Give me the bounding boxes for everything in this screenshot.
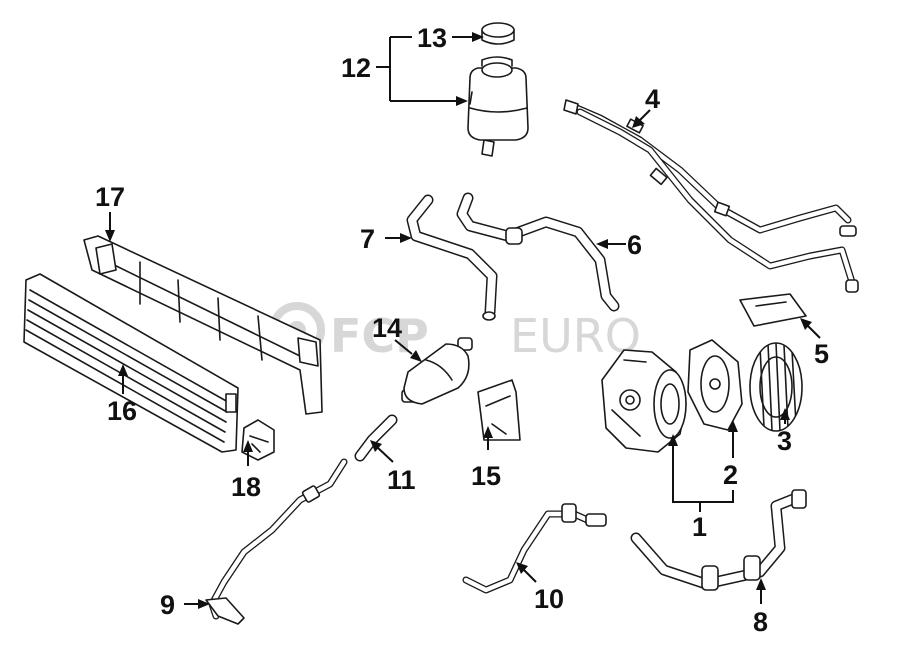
part-13-reservoir-cap <box>481 22 515 45</box>
callout-5: 5 <box>814 339 829 369</box>
callout-10: 10 <box>534 584 564 614</box>
callout-labels: 13 12 4 17 7 6 5 14 16 2 3 11 15 18 1 10… <box>95 23 829 637</box>
watermark-suffix: EURO <box>510 309 641 363</box>
part-7-hose <box>406 194 498 321</box>
callout-15: 15 <box>471 461 501 491</box>
callout-14: 14 <box>372 313 402 343</box>
part-5-shield <box>739 293 807 327</box>
callout-13: 13 <box>417 23 447 53</box>
part-15-bracket <box>477 379 521 441</box>
part-11-hose <box>354 414 398 462</box>
callout-2: 2 <box>723 460 738 490</box>
part-18-clip <box>241 419 275 461</box>
callout-3: 3 <box>777 426 792 456</box>
part-4-pressure-line <box>563 99 859 293</box>
watermark-brand: FCP <box>330 309 429 363</box>
watermark: FCP EURO <box>269 302 641 363</box>
leaders <box>105 32 821 609</box>
part-3-drum <box>749 342 803 432</box>
part-9-return-line <box>205 458 348 625</box>
part-1-pump <box>601 349 687 453</box>
part-10-line <box>462 503 607 594</box>
callout-1: 1 <box>692 512 707 542</box>
callout-9: 9 <box>160 590 175 620</box>
callout-18: 18 <box>231 472 261 502</box>
callout-12: 12 <box>341 53 371 83</box>
callout-17: 17 <box>95 182 125 212</box>
part-12-reservoir <box>467 56 529 157</box>
part-16-cooler <box>23 273 239 453</box>
callout-11: 11 <box>387 465 416 495</box>
part-6-hose <box>456 192 620 312</box>
callout-6: 6 <box>627 230 642 260</box>
part-17-cooler-bracket <box>83 235 323 415</box>
part-14-filter <box>401 337 473 405</box>
part-2-pulley <box>687 339 743 431</box>
callout-7: 7 <box>360 224 375 254</box>
callout-16: 16 <box>107 396 137 426</box>
callout-4: 4 <box>645 84 660 114</box>
part-8-hose <box>630 489 807 591</box>
callout-8: 8 <box>753 607 768 637</box>
